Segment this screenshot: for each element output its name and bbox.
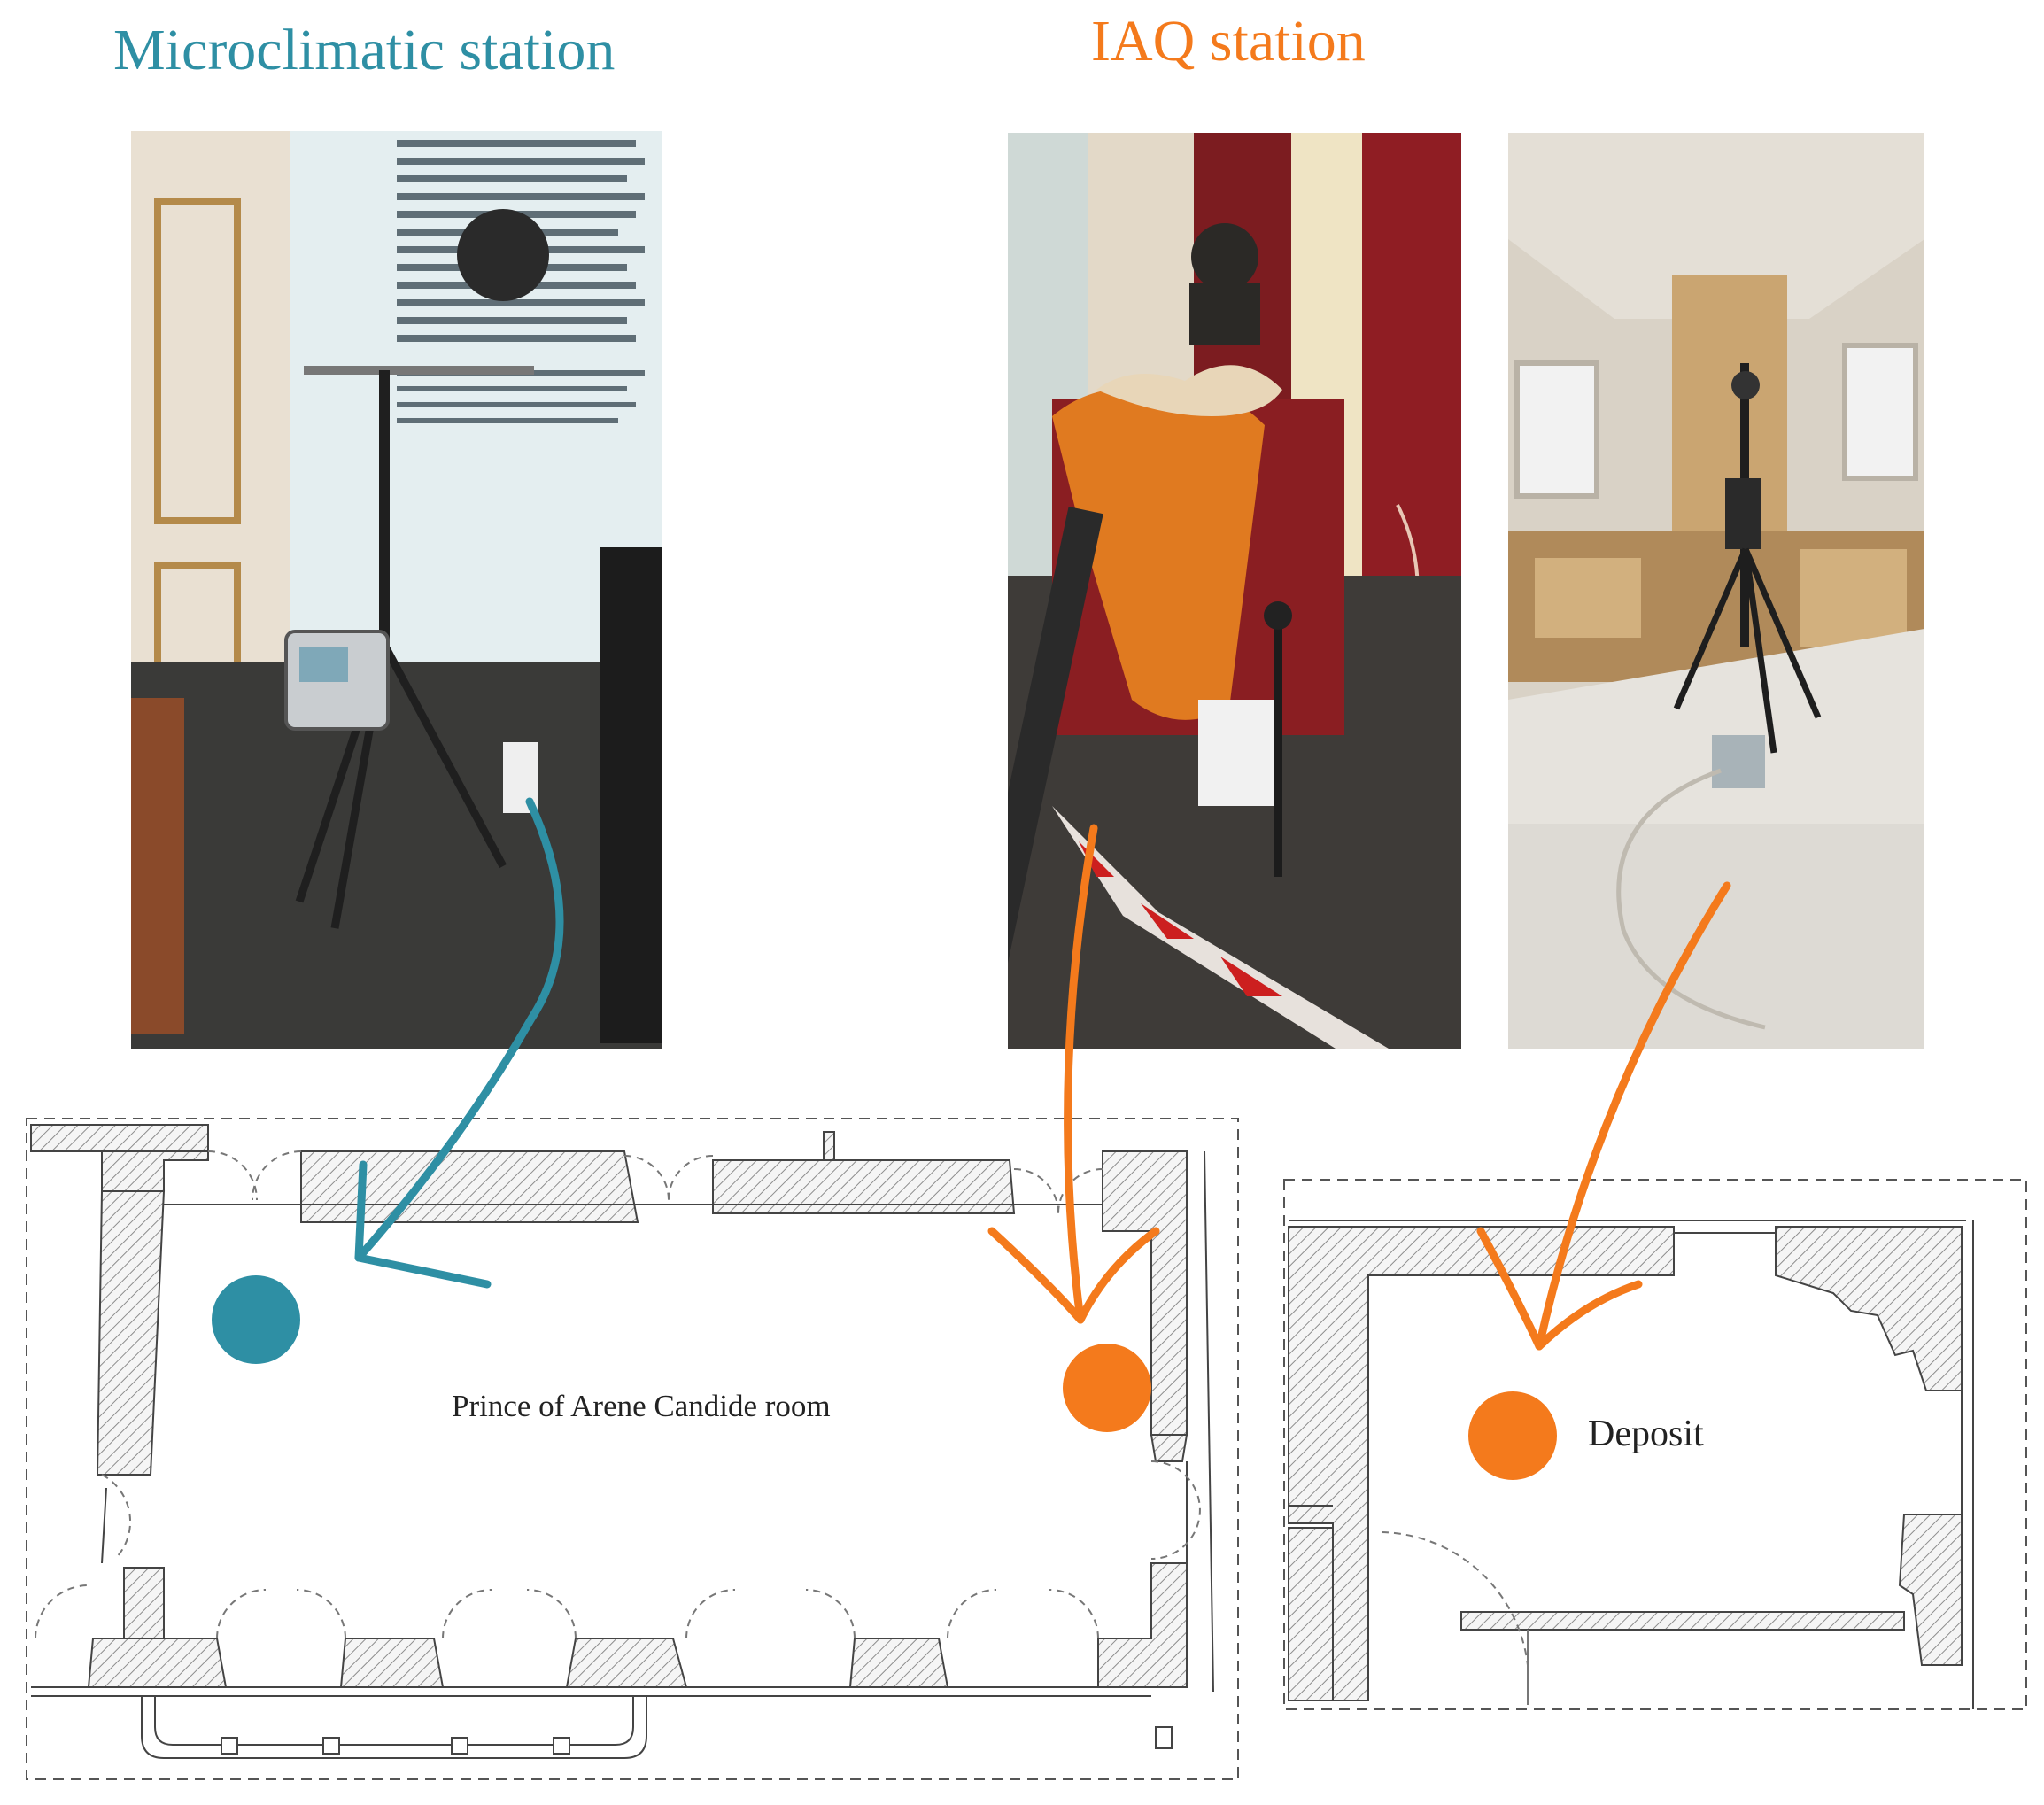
- iaq-arrow-room: [1064, 824, 1098, 1324]
- iaq-arrowhead-room: [987, 1227, 1160, 1324]
- microclimatic-station-title: Microclimatic station: [113, 18, 616, 82]
- iaq-station-marker-room: [1063, 1344, 1151, 1432]
- microclimatic-arrow: [354, 797, 564, 1262]
- iaq-station-museum-photo: [1008, 133, 1461, 1049]
- microclimatic-station-marker: [212, 1275, 300, 1364]
- microclimatic-arrowhead: [354, 1160, 492, 1289]
- deposit-floor-plan: [1283, 1179, 2027, 1710]
- iaq-arrow-deposit: [1535, 881, 1731, 1351]
- main-room-floor-plan: [26, 1118, 1239, 1780]
- iaq-station-marker-deposit: [1468, 1391, 1557, 1480]
- iaq-arrowhead-deposit: [1476, 1227, 1643, 1351]
- iaq-station-title: IAQ station: [1091, 9, 1366, 74]
- deposit-label: Deposit: [1588, 1414, 1704, 1454]
- main-room-label: Prince of Arene Candide room: [452, 1389, 831, 1423]
- iaq-station-deposit-photo: [1508, 133, 1924, 1049]
- microclimatic-station-photo: [131, 131, 662, 1049]
